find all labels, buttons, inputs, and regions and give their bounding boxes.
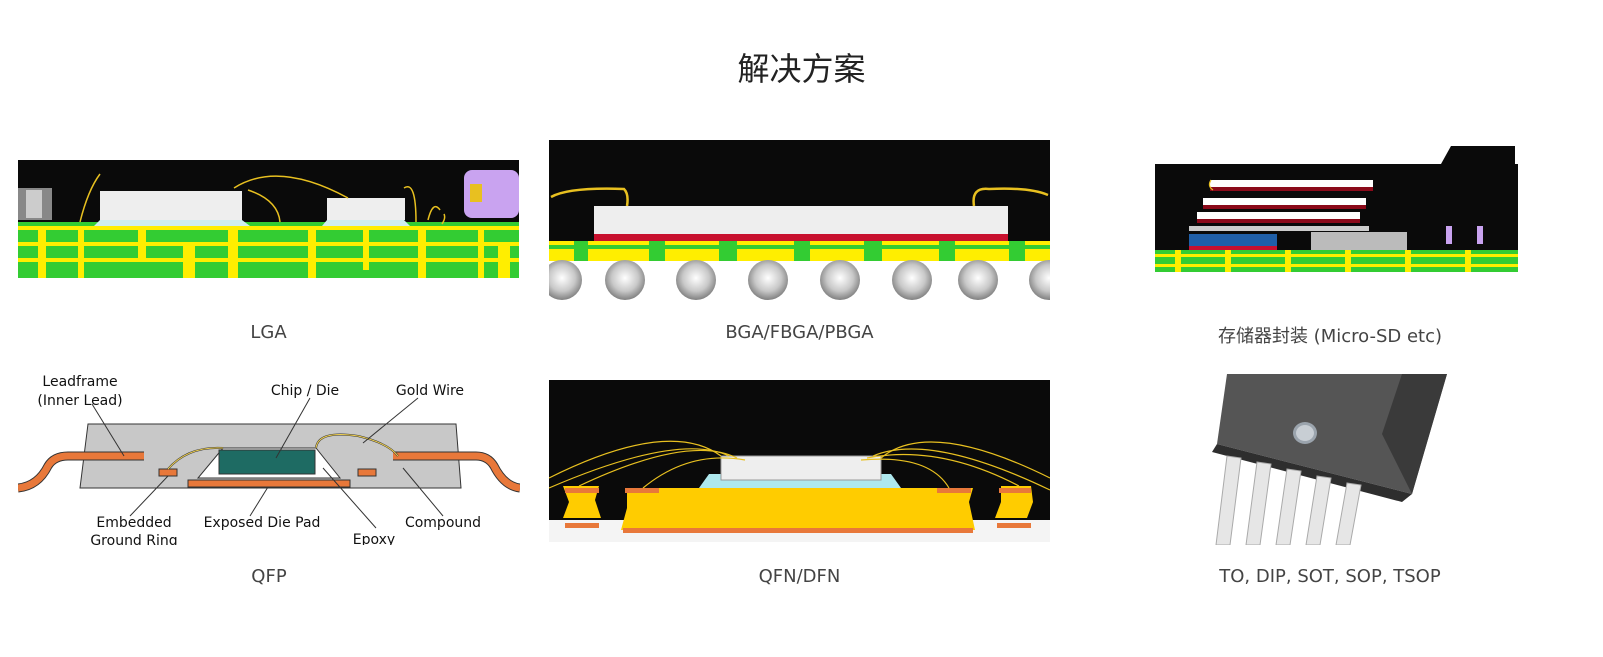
label-epoxy: Epoxy	[353, 532, 395, 545]
caption-qfp: QFP	[251, 566, 287, 587]
solution-card-memory[interactable]	[1155, 146, 1518, 272]
solution-card-bga[interactable]	[549, 139, 1050, 300]
solution-card-to[interactable]	[1212, 374, 1447, 545]
solution-card-lga[interactable]	[18, 160, 519, 278]
label-compound: Compound	[405, 515, 481, 531]
label-gold-wire: Gold Wire	[396, 383, 464, 399]
to-package-image	[1212, 374, 1447, 545]
label-chip-die: Chip / Die	[271, 383, 339, 399]
solution-card-qfn[interactable]	[549, 378, 1050, 545]
qfp-diagram-image: Leadframe (Inner Lead) Chip / Die Gold W…	[18, 374, 520, 545]
memory-package-image	[1155, 146, 1518, 272]
label-embedded: Embedded	[96, 515, 171, 531]
lga-package-image	[18, 160, 519, 278]
label-inner-lead: (Inner Lead)	[37, 393, 122, 409]
label-exposed-die-pad: Exposed Die Pad	[204, 515, 321, 531]
caption-bga: BGA/FBGA/PBGA	[725, 322, 874, 343]
section-title: 解决方案	[737, 50, 866, 88]
caption-memory: 存储器封装 (Micro-SD etc)	[1217, 326, 1443, 347]
qfn-package-image	[549, 378, 1050, 545]
bga-package-image	[549, 139, 1050, 300]
label-ground-ring: Ground Ring	[90, 533, 177, 545]
label-leadframe: Leadframe	[42, 374, 117, 390]
caption-qfn: QFN/DFN	[758, 566, 841, 587]
caption-lga: LGA	[250, 322, 287, 343]
solution-card-qfp[interactable]: Leadframe (Inner Lead) Chip / Die Gold W…	[18, 368, 520, 545]
caption-to: TO, DIP, SOT, SOP, TSOP	[1219, 566, 1441, 587]
